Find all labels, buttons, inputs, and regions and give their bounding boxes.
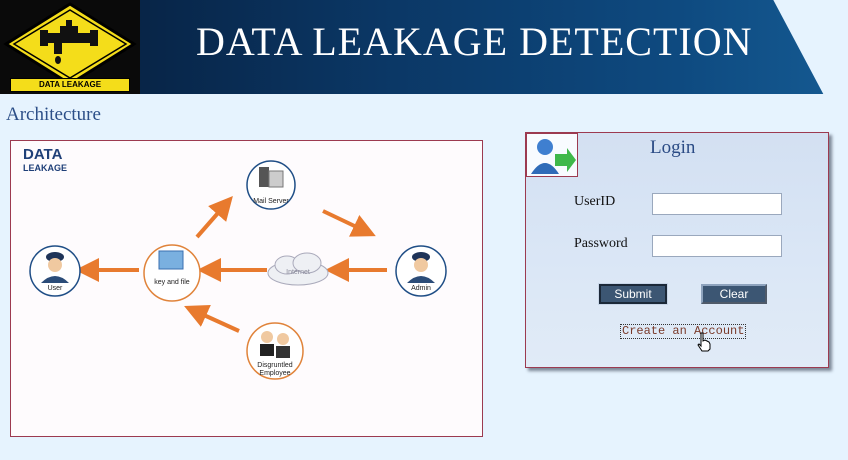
mail-server-label: Mail Server <box>253 198 289 205</box>
login-title: Login <box>650 137 696 158</box>
password-input[interactable] <box>652 235 782 257</box>
page-title: DATA LEAKAGE DETECTION <box>196 19 753 64</box>
arrow-employee-to-keyfile <box>184 305 240 333</box>
employee-icon <box>261 331 273 343</box>
banner-corner-cut <box>768 0 848 94</box>
arrow-mailserver-to-admin <box>322 209 376 237</box>
clear-button[interactable]: Clear <box>701 284 767 304</box>
arrow-keyfile-to-mailserver <box>195 195 233 239</box>
key-file-label: key and file <box>154 279 190 286</box>
folder-icon <box>158 250 184 270</box>
server-icon <box>259 167 269 187</box>
password-label: Password <box>574 236 628 251</box>
header-banner: DATA LEAKAGE DATA LEAKAGE DETECTION <box>0 0 848 94</box>
police-admin-icon <box>412 252 430 262</box>
login-user-icon <box>526 133 578 177</box>
key-file-node <box>143 244 201 302</box>
user-label: User <box>47 285 63 292</box>
userid-input[interactable] <box>652 193 782 215</box>
architecture-diagram-graphic <box>29 160 447 380</box>
submit-button[interactable]: Submit <box>598 283 668 305</box>
diagram-logo-line2: LEAKAGE <box>23 163 68 173</box>
create-account-link[interactable]: Create an Account <box>620 324 747 339</box>
internet-cloud <box>267 252 329 286</box>
hand-pointer-cursor-icon <box>697 332 711 352</box>
police-user-icon <box>46 252 64 262</box>
employee-label: Disgruntled Employee <box>257 362 293 377</box>
logo-caption: DATA LEAKAGE <box>10 78 130 92</box>
admin-label: Admin <box>411 285 431 292</box>
userid-label: UserID <box>574 194 616 209</box>
login-panel: Login UserID Password Submit Clear Creat… <box>525 132 829 368</box>
architecture-heading: Architecture <box>6 104 101 125</box>
diagram-logo-line1: DATA <box>23 146 63 163</box>
internet-label: Internet <box>286 269 310 276</box>
diagram-logo: DATA LEAKAGE <box>23 146 68 174</box>
site-logo: DATA LEAKAGE <box>0 0 140 94</box>
architecture-diagram: DATA LEAKAGE <box>10 140 483 437</box>
